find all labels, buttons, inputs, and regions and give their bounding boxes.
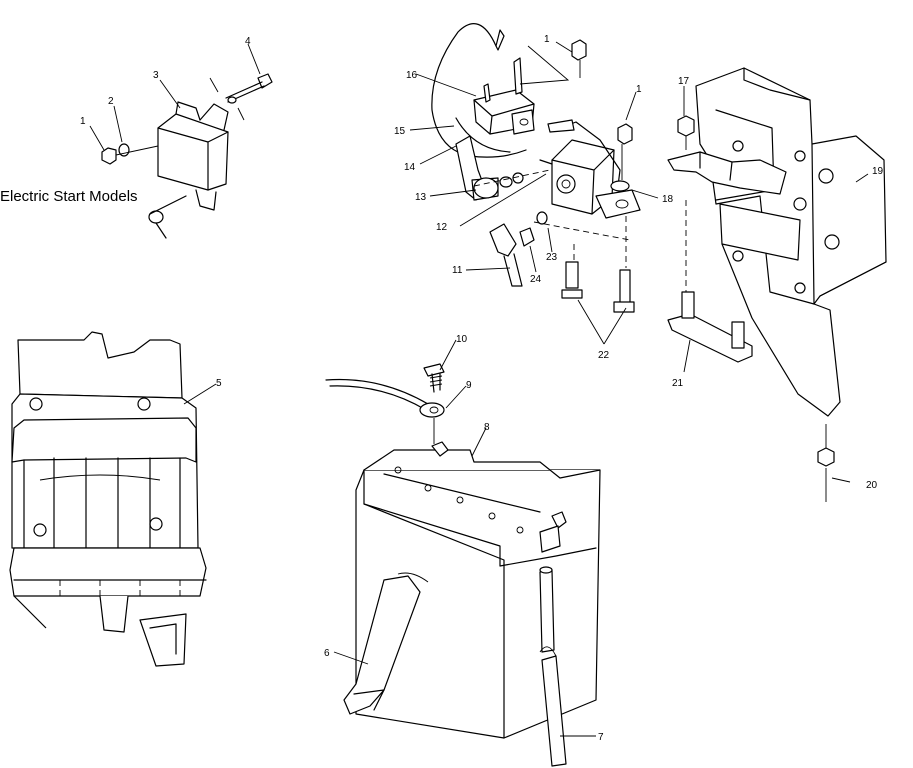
terminal-boot-part-13 <box>455 135 499 201</box>
callout-4-bolt: 4 <box>245 36 251 47</box>
callout-2-washer: 2 <box>108 96 114 107</box>
screw-part-10 <box>423 363 445 393</box>
callout-17-nut: 17 <box>678 76 690 87</box>
electric-start-models-heading: Electric Start Models <box>0 188 138 205</box>
nut-washer-parts-23-24 <box>519 211 631 247</box>
solenoid-fasteners <box>473 39 633 192</box>
stud-plate-part-21 <box>667 291 753 363</box>
callout-23-nut: 23 <box>546 252 558 263</box>
battery-part-8 <box>355 441 601 739</box>
callout-5-tray: 5 <box>216 378 222 389</box>
battery-cable-part-7 <box>539 566 567 767</box>
callout-19-mount: 19 <box>872 166 884 177</box>
terminal-cap-part-11 <box>489 223 523 287</box>
device-part-16 <box>473 57 535 135</box>
callout-11-cap: 11 <box>452 265 463 276</box>
callout-24-washer: 24 <box>530 274 542 285</box>
bolt-part-4 <box>209 73 273 121</box>
callout-18-bracket: 18 <box>662 194 674 205</box>
solenoid-part-12 <box>539 139 641 219</box>
battery-strap-part-6 <box>343 572 429 715</box>
nut-part-1-left <box>101 143 159 165</box>
callout-7-cable: 7 <box>598 732 604 743</box>
callout-9-terminal: 9 <box>466 380 472 391</box>
mount-bracket-part-19 <box>695 67 887 417</box>
callout-3-relay: 3 <box>153 70 159 81</box>
callout-1-nut: 1 <box>80 116 86 127</box>
callout-21-plate: 21 <box>672 378 684 389</box>
callout-8-battery: 8 <box>484 422 490 433</box>
wire-harness-parts-14-15 <box>431 23 621 187</box>
callout-1-nut-top: 1 <box>544 34 550 45</box>
leader-lines <box>89 41 869 737</box>
callout-13-boot: 13 <box>415 192 427 203</box>
callout-16-device: 16 <box>406 70 418 81</box>
callout-15-wire: 15 <box>394 126 406 137</box>
bolts-part-22 <box>561 216 635 313</box>
callout-22-bolts: 22 <box>598 350 610 361</box>
callout-1-nut-right: 1 <box>636 84 642 95</box>
callout-labels: 1 2 3 4 5 6 7 8 9 10 11 12 13 14 15 16 1… <box>80 34 884 743</box>
callout-12-solenoid: 12 <box>436 222 448 233</box>
callout-6-strap: 6 <box>324 648 330 659</box>
callout-14-wire: 14 <box>404 162 416 173</box>
callout-20-nut: 20 <box>866 480 878 491</box>
nut-part-20 <box>817 424 835 502</box>
small-bracket-part-18 <box>667 151 787 195</box>
cable-with-terminal-part-9 <box>325 378 445 444</box>
nut-part-17 <box>677 115 695 292</box>
battery-tray-part-5 <box>9 331 207 667</box>
relay-box-part-3 <box>148 101 229 239</box>
callout-10-screw: 10 <box>456 334 468 345</box>
